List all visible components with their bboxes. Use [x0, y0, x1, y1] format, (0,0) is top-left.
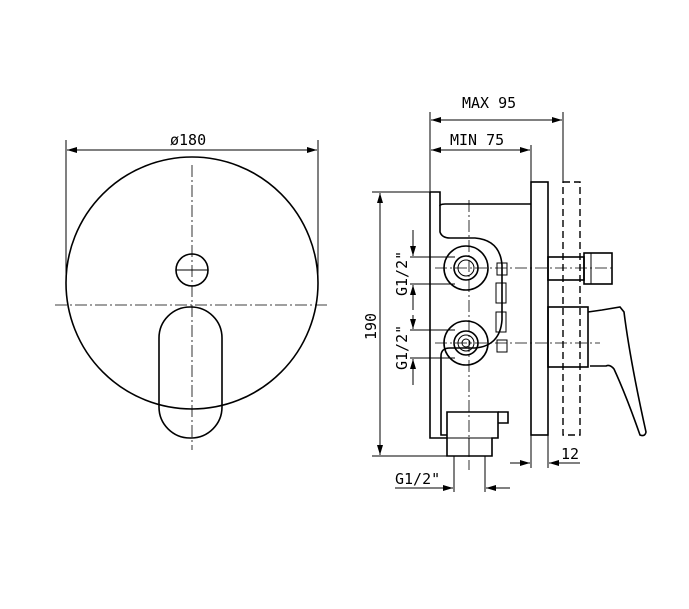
max-depth-label: MAX 95 — [462, 94, 516, 112]
front-view: ø180 — [55, 131, 330, 450]
plate-thickness-label: 12 — [561, 445, 579, 463]
handle-lever — [587, 306, 647, 437]
height-label: 190 — [362, 313, 380, 340]
handle-base — [547, 306, 589, 368]
outlet-bottom-label: G1/2" — [395, 470, 440, 488]
outlet-fitting — [446, 411, 499, 457]
diverter-knob — [583, 252, 613, 285]
diameter-label: ø180 — [170, 131, 206, 149]
min-depth-label: MIN 75 — [450, 131, 504, 149]
body-outline — [430, 191, 531, 207]
side-view: MAX 95 MIN 75 — [362, 94, 647, 492]
diverter-stem — [547, 256, 585, 281]
cover-plate-max-position — [562, 181, 581, 436]
handle-oval — [158, 306, 223, 439]
inlet-upper-label: G1/2" — [393, 251, 411, 296]
inlet-lower-label: G1/2" — [393, 325, 411, 370]
cover-plate — [530, 181, 549, 436]
